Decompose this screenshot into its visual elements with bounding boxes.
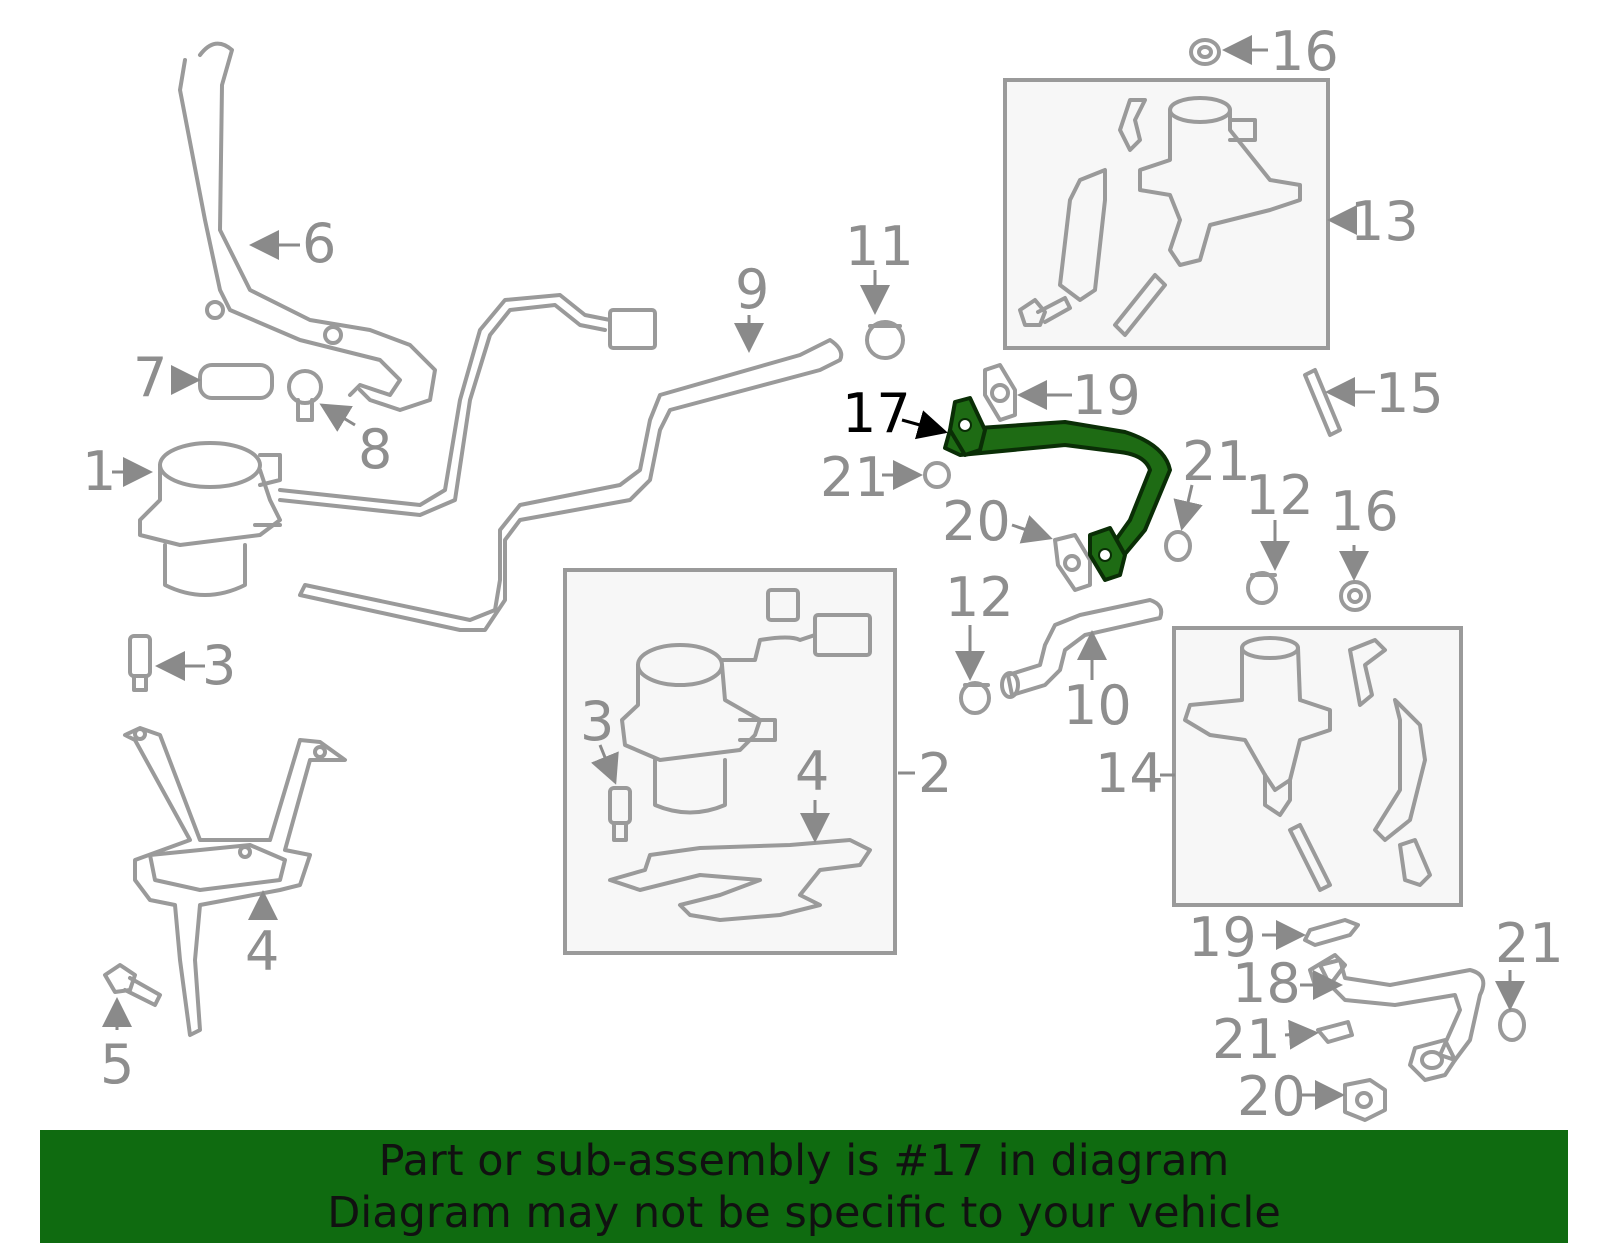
assembly-box-2 <box>563 568 897 955</box>
callout-13: 13 <box>1350 190 1419 253</box>
banner-line-1: Part or sub-assembly is #17 in diagram <box>378 1135 1230 1186</box>
callout-8: 8 <box>358 418 392 481</box>
callout-20-lower: 20 <box>1237 1065 1306 1128</box>
part-19-gasket-upper <box>983 363 1017 422</box>
callout-20-mid: 20 <box>942 490 1011 553</box>
callout-3-box: 3 <box>580 690 614 753</box>
callout-5: 5 <box>100 1033 134 1096</box>
callout-18: 18 <box>1232 952 1301 1015</box>
part-13-valve-assembly <box>1018 96 1302 337</box>
part-10-hose <box>1000 598 1164 699</box>
part-9-hose <box>278 293 844 632</box>
callout-17: 17 <box>842 382 911 445</box>
part-4-bracket-left <box>123 726 347 1037</box>
callout-7: 7 <box>133 346 167 409</box>
callout-19-lower: 19 <box>1188 906 1257 969</box>
callout-3-left: 3 <box>202 634 236 697</box>
callout-10: 10 <box>1063 674 1132 737</box>
part-15-pin <box>1303 368 1342 437</box>
callout-21-d: 21 <box>1212 1008 1281 1071</box>
part-6-hose <box>178 41 437 412</box>
part-3-sensor-left <box>128 634 152 692</box>
part-20-gasket-mid <box>1053 533 1092 592</box>
callout-4-box: 4 <box>795 740 829 803</box>
part-17-pipe-highlighted <box>943 396 1172 582</box>
callout-15: 15 <box>1375 362 1444 425</box>
callout-14: 14 <box>1095 742 1164 805</box>
callout-6: 6 <box>302 212 336 275</box>
callout-9: 9 <box>735 258 769 321</box>
callout-16-mid: 16 <box>1330 480 1399 543</box>
callout-1: 1 <box>82 440 116 503</box>
part-16-nut-mid <box>1339 580 1371 612</box>
part-21-nut-c <box>1498 1008 1526 1042</box>
callout-21-c: 21 <box>1495 912 1564 975</box>
assembly-box-13 <box>1003 78 1330 350</box>
callout-2: 2 <box>918 742 952 805</box>
footer-banner: Part or sub-assembly is #17 in diagram D… <box>40 1130 1568 1243</box>
part-12-clamp-a <box>959 681 991 715</box>
part-11-clamp <box>865 320 905 360</box>
parts-diagram: 6 7 8 1 3 4 5 9 11 16 13 15 19 17 21 21 … <box>82 20 1564 1128</box>
callout-21-b: 21 <box>1182 430 1251 493</box>
callout-4-left: 4 <box>245 920 279 983</box>
part-16-nut-top <box>1189 38 1221 66</box>
part-21-nut-a <box>923 461 951 489</box>
callout-19-upper: 19 <box>1072 364 1141 427</box>
part-1-air-pump <box>138 441 282 597</box>
callout-11: 11 <box>845 215 914 278</box>
leader-arrows <box>102 35 1525 1110</box>
part-21-nut-b <box>1164 530 1192 562</box>
part-2-pump-assembly <box>608 588 872 922</box>
part-5-bolt <box>103 963 162 1007</box>
part-21-clip-d <box>1316 1020 1354 1044</box>
part-18-pipe <box>1308 953 1486 1082</box>
part-14-valve-assembly <box>1183 636 1432 892</box>
part-8-clamp <box>287 369 323 422</box>
part-19-gasket-lower <box>1303 918 1360 947</box>
callout-21-a: 21 <box>820 446 889 509</box>
callout-12-left: 12 <box>945 566 1014 629</box>
callout-labels: 6 7 8 1 3 4 5 9 11 16 13 15 19 17 21 21 … <box>82 20 1564 1128</box>
part-20-gasket-lower <box>1343 1078 1387 1122</box>
banner-line-2: Diagram may not be specific to your vehi… <box>327 1187 1281 1238</box>
part-12-clamp-b <box>1246 571 1278 605</box>
callout-16-top: 16 <box>1270 20 1339 83</box>
part-7-sleeve <box>198 363 274 400</box>
callout-12-right: 12 <box>1245 464 1314 527</box>
